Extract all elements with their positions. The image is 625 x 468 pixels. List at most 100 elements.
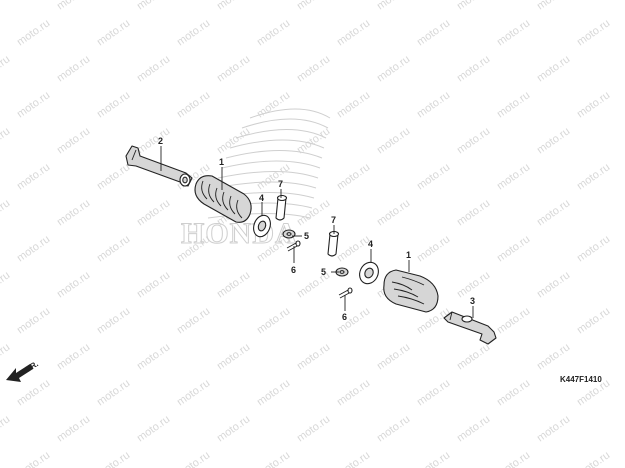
watermark-text: moto.ru — [415, 377, 452, 408]
callout-4-left: 4 — [259, 193, 264, 203]
watermark-text: moto.ru — [255, 17, 292, 48]
diagram-code: K447F1410 — [560, 375, 602, 384]
watermark-text: moto.ru — [415, 161, 452, 192]
watermark-text: moto.ru — [575, 305, 612, 336]
watermark-text: moto.ru — [335, 17, 372, 48]
front-direction-label: FR. — [24, 359, 40, 373]
watermark-text: moto.ru — [135, 197, 172, 228]
watermark-text: moto.ru — [535, 197, 572, 228]
watermark-text: moto.ru — [535, 0, 572, 12]
watermark-text: moto.ru — [15, 449, 52, 468]
watermark-text: moto.ru — [135, 341, 172, 372]
watermark-text: moto.ru — [295, 269, 332, 300]
watermark-text: moto.ru — [335, 449, 372, 468]
watermark-text: moto.ru — [175, 89, 212, 120]
watermark-text: moto.ru — [455, 53, 492, 84]
callout-4-right: 4 — [368, 239, 373, 249]
watermark-text: moto.ru — [535, 269, 572, 300]
watermark-text: moto.ru — [255, 377, 292, 408]
leader-lines — [160, 146, 474, 318]
watermark-text: moto.ru — [295, 413, 332, 444]
watermark-text: moto.ru — [0, 341, 12, 372]
callout-2: 2 — [158, 136, 163, 146]
watermark-text: moto.ru — [0, 53, 12, 84]
watermark-text: moto.ru — [535, 341, 572, 372]
watermark-text: moto.ru — [215, 125, 252, 156]
watermark-text: moto.ru — [55, 341, 92, 372]
watermark-text: moto.ru — [495, 89, 532, 120]
watermark-text: moto.ru — [375, 413, 412, 444]
watermark-text: moto.ru — [495, 17, 532, 48]
watermark-text: moto.ru — [455, 197, 492, 228]
watermark-text: moto.ru — [15, 17, 52, 48]
watermark-text: moto.ru — [55, 413, 92, 444]
watermark-text: moto.ru — [255, 449, 292, 468]
watermark-text: moto.ru — [175, 305, 212, 336]
watermark-text: moto.ru — [135, 0, 172, 12]
watermark-text: moto.ru — [255, 89, 292, 120]
watermark-text: moto.ru — [215, 413, 252, 444]
watermark-text: moto.ru — [0, 0, 12, 12]
watermark-text: moto.ru — [495, 305, 532, 336]
watermark-text: moto.ru — [95, 305, 132, 336]
watermark-text: moto.ru — [455, 413, 492, 444]
watermark-text: moto.ru — [375, 341, 412, 372]
watermark-text: moto.ru — [575, 449, 612, 468]
watermark-text: moto.ru — [575, 233, 612, 264]
watermark-text: moto.ru — [135, 53, 172, 84]
watermark-text: moto.ru — [415, 233, 452, 264]
watermark-text: moto.ru — [335, 89, 372, 120]
watermark-text: moto.ru — [415, 449, 452, 468]
watermark-text: moto.ru — [535, 125, 572, 156]
watermark-text: moto.ru — [15, 233, 52, 264]
watermark-text: moto.ru — [295, 0, 332, 12]
watermark-text: moto.ru — [295, 53, 332, 84]
watermark-text: moto.ru — [375, 53, 412, 84]
watermark-text: moto.ru — [375, 125, 412, 156]
watermark-text: moto.ru — [535, 53, 572, 84]
callout-6-right: 6 — [342, 312, 347, 322]
part-2-footpeg-bar — [125, 145, 193, 187]
part-5-small-washer-right — [335, 267, 349, 277]
watermark-text: moto.ru — [0, 269, 12, 300]
watermark-text: moto.ru — [455, 125, 492, 156]
watermark-text: moto.ru — [495, 161, 532, 192]
watermark-text: moto.ru — [0, 413, 12, 444]
honda-wing-icon — [207, 108, 331, 219]
watermark-text: moto.ru — [495, 377, 532, 408]
watermark-text: moto.ru — [95, 377, 132, 408]
watermark-text: moto.ru — [495, 449, 532, 468]
watermark-text: moto.ru — [55, 53, 92, 84]
watermark-text: moto.ru — [215, 269, 252, 300]
callout-7-right: 7 — [331, 215, 336, 225]
watermark-text: moto.ru — [95, 89, 132, 120]
callouts: 2 1 7 4 5 6 7 4 1 5 6 3 — [158, 136, 475, 322]
watermark-text: moto.ru — [215, 341, 252, 372]
part-5-small-washer-left — [282, 229, 296, 239]
watermark-text: moto.ru — [95, 449, 132, 468]
watermark-text: moto.ru — [15, 89, 52, 120]
watermark-text: moto.ru — [415, 89, 452, 120]
watermark-text: moto.ru — [0, 125, 12, 156]
watermark-text: moto.ru — [135, 269, 172, 300]
watermark-text: moto.ru — [55, 0, 92, 12]
part-3-bracket-right — [443, 311, 497, 345]
part-1-rubber-grip-left — [194, 175, 252, 223]
watermark-text: moto.ru — [175, 377, 212, 408]
watermark-text: moto.ru — [15, 305, 52, 336]
watermark-text: moto.ru — [335, 377, 372, 408]
watermark-text: moto.ru — [375, 0, 412, 12]
watermark-text: moto.ru — [575, 17, 612, 48]
watermark-text: moto.ru — [295, 341, 332, 372]
callout-5-right: 5 — [321, 267, 326, 277]
watermark-text: moto.ru — [375, 197, 412, 228]
watermark-text: moto.ru — [175, 17, 212, 48]
callout-1-right: 1 — [406, 250, 411, 260]
callout-3: 3 — [470, 296, 475, 306]
watermark-text: moto.ru — [215, 0, 252, 12]
watermark-text: moto.ru — [55, 269, 92, 300]
part-4-washer-right — [359, 261, 379, 285]
callout-5-left: 5 — [304, 231, 309, 241]
watermark-text: moto.ru — [215, 53, 252, 84]
